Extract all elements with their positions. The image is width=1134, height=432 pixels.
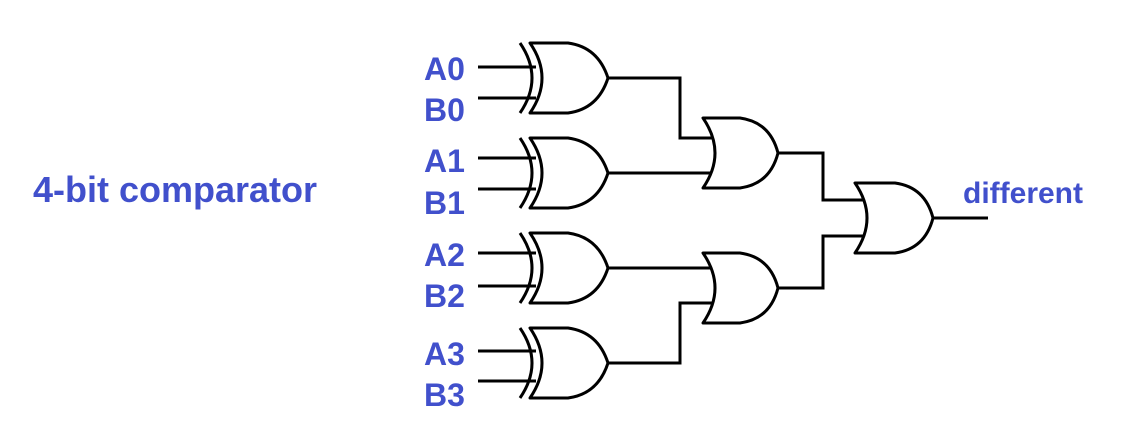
level1-wires xyxy=(608,76,712,365)
wire-or-upper-out xyxy=(778,151,866,202)
wire-xor3-out xyxy=(608,301,712,365)
xor-gate-1 xyxy=(518,136,610,210)
input-label-b2: B2 xyxy=(424,278,465,314)
output-label-different: different xyxy=(963,177,1083,210)
input-label-b0: B0 xyxy=(424,92,465,128)
input-label-b3: B3 xyxy=(424,377,465,413)
or-gate-lower xyxy=(701,251,780,325)
input-wires xyxy=(478,65,536,383)
wire-or-lower-out xyxy=(778,234,866,290)
input-label-a0: A0 xyxy=(424,51,465,87)
xor-gate-0 xyxy=(518,41,610,115)
or-gate-upper xyxy=(701,116,780,190)
input-label-a3: A3 xyxy=(424,336,465,372)
xor-gate-3 xyxy=(518,326,610,400)
diagram-title: 4-bit comparator xyxy=(33,169,317,210)
input-label-b1: B1 xyxy=(424,185,465,221)
input-label-a2: A2 xyxy=(424,237,465,273)
xor-gate-2 xyxy=(518,231,610,305)
input-label-a1: A1 xyxy=(424,143,465,179)
level2-wires xyxy=(778,151,866,290)
or-gate-final xyxy=(853,181,935,255)
wire-xor0-out xyxy=(608,76,712,140)
